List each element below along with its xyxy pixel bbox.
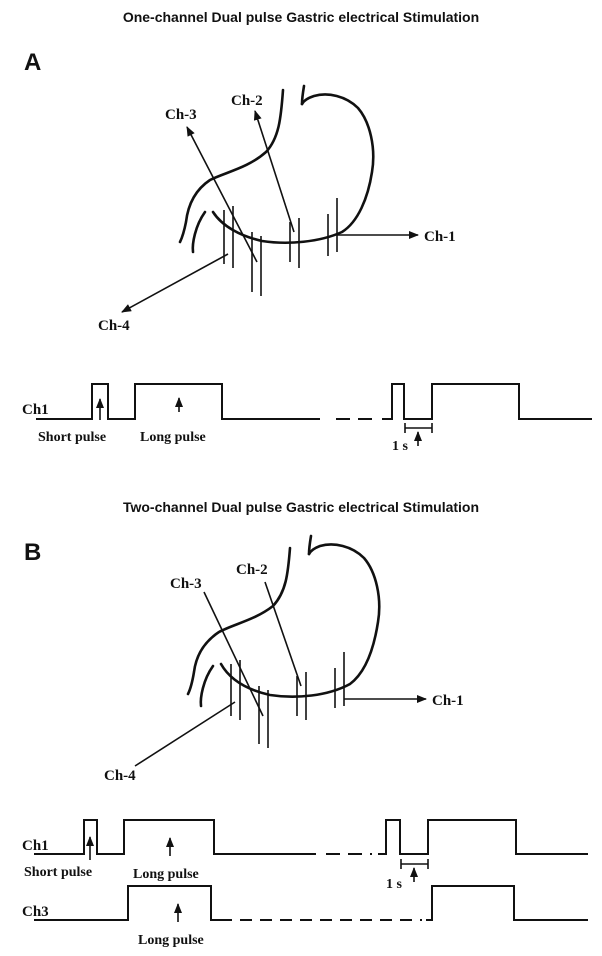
long-pulse-label-a: Long pulse	[140, 430, 206, 445]
panel-b-letter: B	[24, 539, 41, 566]
panel-a: One-channel Dual pulse Gastric electrica…	[22, 9, 592, 454]
ch3-label-a: Ch-3	[165, 107, 197, 123]
long-pulse-label-ch3-b: Long pulse	[138, 933, 204, 948]
trace-ch1-label-b: Ch1	[22, 838, 49, 854]
waveform-ch3-b	[34, 885, 232, 921]
waveform-ch1-b-cont	[378, 819, 588, 855]
waveform-ch3-b-cont	[426, 885, 588, 921]
ch4-label-b: Ch-4	[104, 768, 136, 784]
ch3-label-b: Ch-3	[170, 576, 202, 592]
short-pulse-label-b: Short pulse	[24, 865, 92, 880]
ch1-label-b: Ch-1	[432, 693, 464, 709]
waveform-ch1-a	[36, 383, 320, 420]
ch2-line-b	[264, 581, 302, 687]
panel-a-title: One-channel Dual pulse Gastric electrica…	[123, 9, 479, 25]
waveform-ch1-b	[34, 819, 316, 855]
stomach-a	[178, 84, 375, 254]
ch2-arrow-a	[253, 110, 295, 233]
ch1-label-a: Ch-1	[424, 229, 456, 245]
electrodes-b	[230, 652, 345, 748]
trace-ch3-label-b: Ch3	[22, 904, 49, 920]
stomach-b	[186, 534, 381, 708]
ch3-arrow-a	[186, 126, 258, 263]
ch4-arrow-a	[121, 253, 229, 313]
ch2-label-a: Ch-2	[231, 93, 263, 109]
waveform-ch1-a-cont	[382, 383, 592, 420]
ch3-line-b	[203, 591, 264, 717]
trace-ch1-label-a: Ch1	[22, 402, 49, 418]
panel-b-title: Two-channel Dual pulse Gastric electrica…	[123, 499, 479, 515]
interval-label-b: 1 s	[386, 877, 403, 892]
interval-label-a: 1 s	[392, 439, 409, 454]
ch2-label-b: Ch-2	[236, 562, 268, 578]
ch4-label-a: Ch-4	[98, 318, 130, 334]
long-pulse-label-b: Long pulse	[133, 867, 199, 882]
electrodes-a	[223, 198, 338, 296]
ch4-line-b	[134, 701, 236, 767]
panel-a-letter: A	[24, 49, 41, 76]
short-pulse-label-a: Short pulse	[38, 430, 106, 445]
panel-b: Two-channel Dual pulse Gastric electrica…	[22, 499, 588, 948]
